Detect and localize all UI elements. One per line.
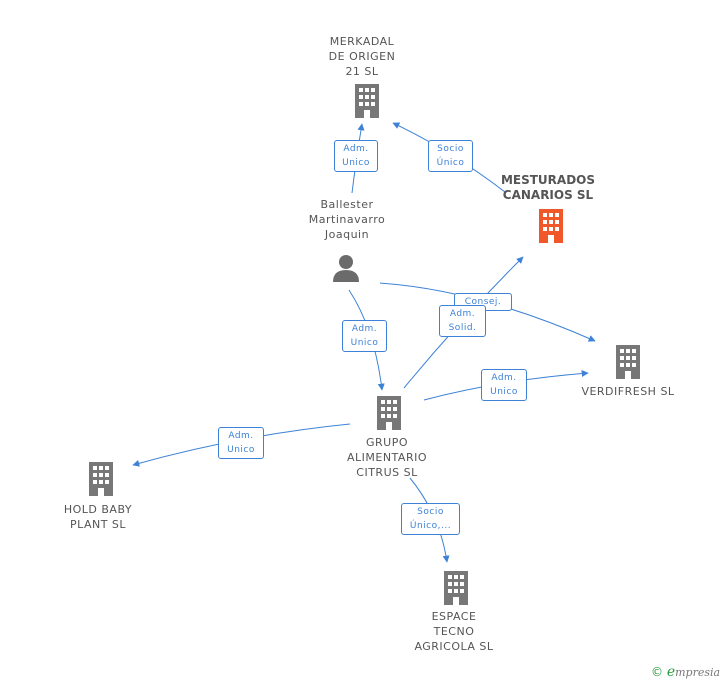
edge-label-grupo-espace[interactable]: Socio Único,... [401, 503, 460, 535]
copyright-symbol: © [651, 665, 663, 679]
brand-logo-initial: e [666, 664, 676, 680]
edge-label-grupo-mesturados[interactable]: Adm. Solid. [439, 305, 486, 337]
edge-label-grupo-holdbaby[interactable]: Adm. Unico [218, 427, 264, 459]
edge-label-person-merkadal[interactable]: Adm. Unico [334, 140, 378, 172]
brand-footer[interactable]: © empresia [651, 664, 720, 680]
building-icon[interactable] [352, 84, 382, 118]
node-label-person[interactable]: Ballester Martinavarro Joaquin [308, 198, 386, 241]
edge-label-grupo-verdifresh[interactable]: Adm. Unico [481, 369, 527, 401]
building-icon-focus[interactable] [536, 209, 566, 243]
edge-label-mesturados-merkadal[interactable]: Socio Único [428, 140, 473, 172]
building-icon[interactable] [374, 396, 404, 430]
node-label-holdbaby[interactable]: HOLD BABY PLANT SL [63, 503, 133, 531]
node-label-verdifresh[interactable]: VERDIFRESH SL [581, 385, 675, 398]
edge-label-person-grupo[interactable]: Adm. Unico [342, 320, 387, 352]
node-label-mesturados[interactable]: MESTURADOS CANARIOS SL [500, 173, 596, 202]
node-label-merkadal[interactable]: MERKADAL DE ORIGEN 21 SL [328, 35, 396, 78]
person-icon[interactable] [331, 254, 361, 282]
building-icon[interactable] [613, 345, 643, 379]
node-label-grupo[interactable]: GRUPO ALIMENTARIO CITRUS SL [346, 436, 427, 479]
building-icon[interactable] [86, 462, 116, 496]
building-icon[interactable] [441, 571, 471, 605]
edge-person-verdifresh [379, 282, 596, 342]
brand-logo-text: mpresia [675, 666, 721, 679]
node-label-espace[interactable]: ESPACE TECNO AGRICOLA SL [414, 610, 494, 653]
